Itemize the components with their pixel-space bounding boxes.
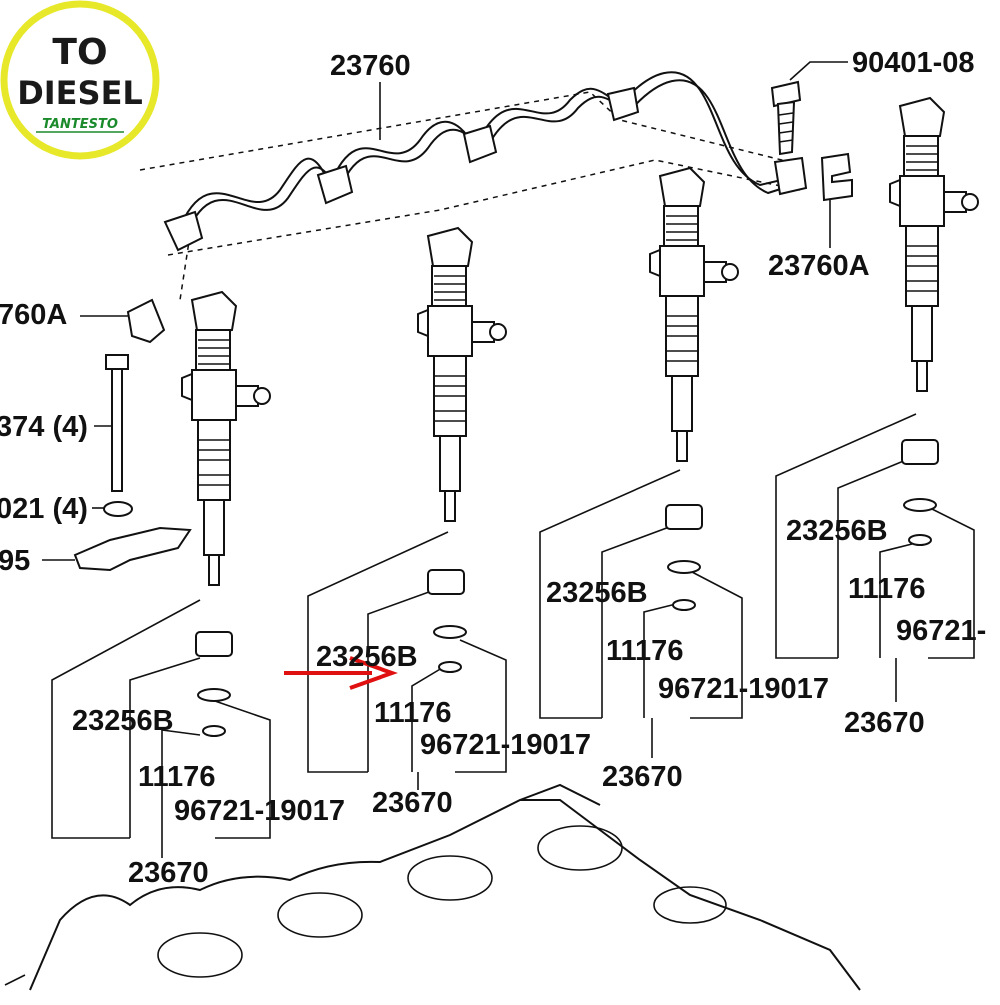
washer xyxy=(103,501,133,517)
injector-clamp xyxy=(73,526,192,572)
injector-4 xyxy=(889,97,979,392)
label-g2-oring: 96721-19017 xyxy=(420,729,591,761)
label-g4-kit: 23670 xyxy=(844,707,925,739)
label-clip-left: 760A xyxy=(0,299,67,331)
label-clamp: 95 xyxy=(0,545,30,577)
kit-group-4 xyxy=(775,413,975,702)
kit-group-1 xyxy=(51,599,271,858)
label-g2-ring: 11176 xyxy=(374,697,451,729)
injector-3 xyxy=(649,167,739,462)
clip-left xyxy=(126,298,166,344)
label-washer: 021 (4) xyxy=(0,493,88,525)
label-g1-ring: 11176 xyxy=(138,761,215,793)
label-bolt: 90401-08 xyxy=(852,47,975,79)
label-g3-kit: 23670 xyxy=(602,761,683,793)
logo-line-2: DIESEL xyxy=(17,74,143,112)
label-g4-oring: 96721- xyxy=(896,615,986,647)
stud-bolt xyxy=(105,354,129,492)
label-g1-seal: 23256B xyxy=(72,705,174,737)
label-g1-kit: 23670 xyxy=(128,857,209,889)
label-g3-ring: 11176 xyxy=(606,635,683,667)
to-diesel-logo: TO DIESEL TANTESTO xyxy=(0,0,160,160)
label-g4-ring: 11176 xyxy=(848,573,925,605)
label-g3-oring: 96721-19017 xyxy=(658,673,829,705)
injector-2 xyxy=(417,227,507,522)
label-g1-oring: 96721-19017 xyxy=(174,795,345,827)
label-g4-seal: 23256B xyxy=(786,515,888,547)
logo-line-1: TO xyxy=(52,32,107,73)
logo-line-3: TANTESTO xyxy=(42,117,118,132)
label-g3-seal: 23256B xyxy=(546,577,648,609)
label-clip-right: 23760A xyxy=(768,250,870,282)
label-g2-kit: 23670 xyxy=(372,787,453,819)
kit-group-2 xyxy=(307,531,507,790)
cylinder-head-outline xyxy=(4,783,861,991)
label-g2-seal: 23256B xyxy=(316,641,418,673)
red-arrow-icon xyxy=(284,656,398,690)
banjo-bolt xyxy=(770,80,802,156)
injector-1 xyxy=(181,291,271,586)
label-stud: 374 (4) xyxy=(0,411,88,443)
label-pipe: 23760 xyxy=(330,50,411,82)
injection-pipe-assembly xyxy=(139,71,808,301)
kit-group-3 xyxy=(539,469,743,758)
clip-right xyxy=(820,152,853,202)
